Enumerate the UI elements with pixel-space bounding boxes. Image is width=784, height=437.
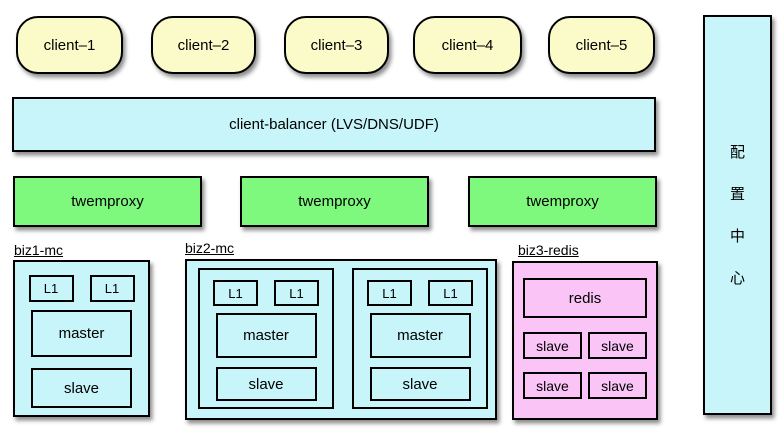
client-label: client–2 — [177, 36, 230, 54]
l1-label: L1 — [443, 285, 458, 301]
client-label: client–4 — [441, 36, 494, 54]
slave-label: slave — [536, 337, 569, 354]
l1-cache-node: L1 — [428, 280, 473, 306]
l1-cache-node: L1 — [89, 275, 135, 302]
client-label: client–5 — [575, 36, 628, 54]
mc-shard: L1 L1 master slave — [198, 268, 334, 409]
client-balancer-node: client-balancer (LVS/DNS/UDF) — [12, 97, 656, 152]
twemproxy-node: twemproxy — [240, 176, 429, 227]
biz2-mc-cluster: L1 L1 master slave L1 — [185, 259, 497, 420]
master-node: master — [215, 313, 317, 358]
l1-row: L1 L1 — [28, 275, 135, 302]
config-center-char: 心 — [729, 269, 745, 287]
client-balancer-label: client-balancer (LVS/DNS/UDF) — [229, 116, 439, 133]
slave-node: slave — [31, 368, 132, 408]
slave-node: slave — [215, 367, 317, 401]
l1-cache-node: L1 — [274, 280, 319, 306]
client-node: client–1 — [16, 16, 123, 74]
config-center-char: 中 — [729, 227, 745, 245]
client-node: client–4 — [413, 16, 522, 74]
l1-label: L1 — [43, 281, 59, 296]
biz1-mc-label: biz1-mc — [14, 242, 64, 258]
biz3-redis-cluster: redis slave slave slave slave — [512, 261, 658, 420]
mc-shard: L1 L1 master slave — [352, 268, 488, 409]
master-node: master — [31, 310, 132, 357]
l1-cache-node: L1 — [367, 280, 412, 306]
redis-label: redis — [568, 289, 602, 307]
redis-slave-node: slave — [588, 332, 647, 359]
biz2-mc-label: biz2-mc — [185, 240, 235, 256]
biz3-redis-label: biz3-redis — [518, 242, 579, 258]
config-center-bar: 配 置 中 心 — [703, 15, 772, 415]
twemproxy-label: twemproxy — [298, 193, 371, 210]
client-label: client–3 — [310, 36, 363, 54]
master-node: master — [369, 313, 471, 358]
slave-label: slave — [248, 375, 284, 393]
twemproxy-node: twemproxy — [468, 176, 657, 227]
l1-row: L1 L1 — [367, 280, 473, 306]
client-node: client–2 — [151, 16, 256, 74]
l1-cache-node: L1 — [213, 280, 258, 306]
slave-label: slave — [402, 375, 438, 393]
master-label: master — [58, 325, 105, 342]
twemproxy-label: twemproxy — [526, 193, 599, 210]
twemproxy-label: twemproxy — [71, 193, 144, 210]
redis-master-node: redis — [523, 278, 647, 318]
master-label: master — [397, 327, 443, 344]
client-label: client–1 — [43, 36, 96, 54]
slave-label: slave — [536, 377, 569, 394]
config-center-char: 置 — [729, 185, 745, 203]
l1-cache-node: L1 — [28, 275, 74, 302]
slave-node: slave — [369, 367, 471, 401]
l1-label: L1 — [228, 285, 243, 301]
redis-slave-node: slave — [523, 332, 582, 359]
mc-unit: L1 L1 master slave — [200, 270, 332, 401]
mc-unit: L1 L1 master slave — [354, 270, 486, 401]
slave-label: slave — [601, 377, 634, 394]
master-label: master — [243, 327, 289, 344]
redis-slave-node: slave — [523, 372, 582, 399]
config-center-char: 配 — [729, 143, 745, 161]
twemproxy-node: twemproxy — [13, 176, 202, 227]
l1-label: L1 — [382, 285, 397, 301]
l1-label: L1 — [289, 285, 304, 301]
redis-slave-node: slave — [588, 372, 647, 399]
client-node: client–3 — [284, 16, 389, 74]
slave-label: slave — [63, 379, 100, 397]
mc-unit: L1 L1 master slave — [15, 262, 148, 408]
slave-label: slave — [601, 337, 634, 354]
client-node: client–5 — [548, 16, 655, 74]
biz1-mc-cluster: L1 L1 master slave — [13, 260, 150, 417]
l1-row: L1 L1 — [213, 280, 319, 306]
l1-label: L1 — [104, 281, 120, 296]
